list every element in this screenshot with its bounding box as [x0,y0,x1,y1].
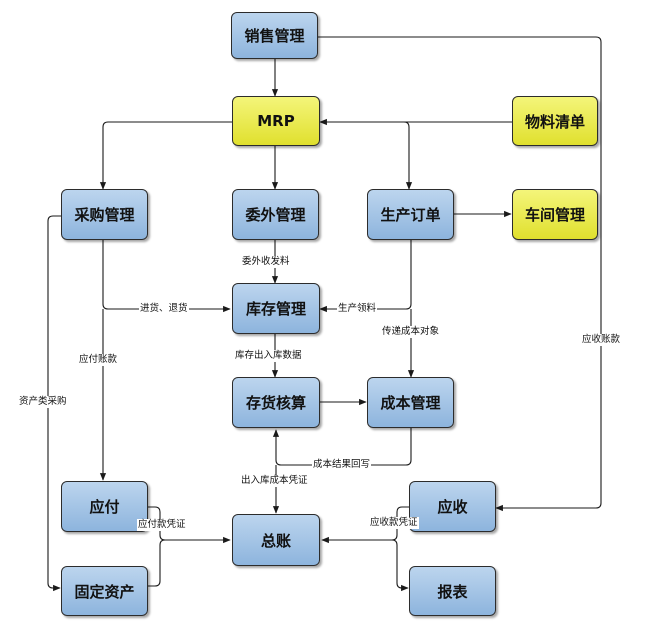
node-fixed-assets: 固定资产 [61,566,148,616]
label-cost-to-accounting: 成本结果回写 [312,459,372,471]
node-mrp: MRP [232,96,320,146]
label-accounting-to-ledger: 出入库成本凭证 [240,475,309,487]
label-production-to-cost: 传递成本对象 [381,326,441,338]
node-reports: 报表 [409,566,496,616]
node-inventory-accounting: 存货核算 [232,377,320,428]
node-ledger: 总账 [232,514,320,566]
edge-ledger-to-reports [322,539,409,592]
label-purchase-to-payable: 应付账款 [78,354,119,366]
edge-fixed-assets-to-ledger [148,539,166,587]
node-receivable: 应收 [409,481,496,532]
label-purchase-to-inventory: 进货、退货 [139,303,189,315]
node-bom: 物料清单 [512,96,598,146]
edge-mrp-to-production [320,121,413,190]
label-sales-to-receivable: 应收账款 [581,334,622,346]
node-payable: 应付 [61,481,148,532]
node-workshop: 车间管理 [512,189,598,240]
label-inventory-to-accounting: 库存出入库数据 [234,350,303,362]
label-purchase-to-fixed-assets: 资产类采购 [18,396,68,408]
label-receivable-to-ledger: 应收款凭证 [369,517,419,529]
edge-production-to-inventory [319,240,412,313]
node-outsource: 委外管理 [232,189,319,240]
edge-purchase-to-inventory [102,240,231,313]
node-inventory: 库存管理 [232,283,320,334]
label-payable-to-ledger: 应付款凭证 [137,519,187,531]
label-outsource-to-inventory: 委外收发料 [241,256,291,268]
edge-mrp-to-purchase [99,121,232,190]
node-cost: 成本管理 [367,377,454,428]
label-production-to-inventory: 生产领料 [337,303,378,315]
node-sales: 销售管理 [231,12,318,59]
node-production-order: 生产订单 [367,189,454,240]
node-purchase: 采购管理 [61,189,148,240]
edge-sales-to-receivable [318,36,602,512]
